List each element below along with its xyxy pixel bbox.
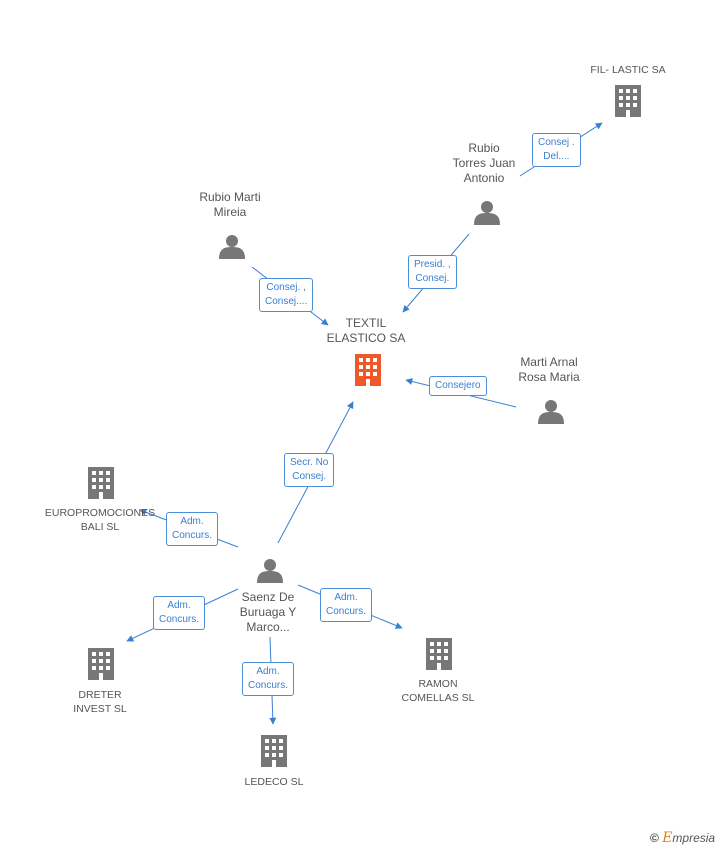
building-icon-textil-elastico[interactable] — [355, 354, 381, 386]
edge-label-line: Consej. — [415, 273, 450, 284]
node-label-line: Antonio — [463, 171, 505, 185]
edge-label-line: Consejero — [435, 380, 481, 391]
edge-label-line: Consej. — [292, 471, 327, 482]
edge-label-marti-arnal-textil[interactable]: Consejero — [429, 376, 487, 396]
node-label-rubio-marti[interactable]: Rubio Marti Mireia — [180, 190, 280, 220]
edge-label-line: Presid. , — [414, 259, 451, 270]
edge-label-line: Consej . — [538, 137, 575, 148]
edge-label-line: Concurs. — [326, 606, 367, 617]
edge-label-saenz-textil[interactable]: Secr. No Consej. — [284, 453, 335, 487]
brand-name: mpresia — [672, 831, 716, 845]
node-label-dreter[interactable]: DRETER INVEST SL — [50, 688, 150, 716]
node-label-line: Marco... — [246, 620, 290, 634]
building-icon-ramon[interactable] — [426, 638, 452, 670]
node-label-line: Torres Juan — [452, 156, 516, 170]
node-label-ledeco[interactable]: LEDECO SL — [244, 776, 304, 788]
edge-label-saenz-europromociones[interactable]: Adm. Concurs. — [166, 512, 219, 546]
node-label-ramon[interactable]: RAMON COMELLAS SL — [388, 677, 488, 705]
brand-initial: E — [662, 830, 673, 846]
node-label-line: TEXTIL — [345, 316, 387, 330]
edge-label-rubio-marti-textil[interactable]: Consej. , Consej.... — [259, 278, 314, 312]
node-label-line: RAMON — [418, 678, 458, 690]
edge-label-line: Del.... — [543, 151, 570, 162]
edge-label-line: Adm. — [167, 600, 191, 611]
node-label-line: EUROPROMOCIONES — [44, 507, 156, 519]
node-label-line: Mireia — [213, 205, 247, 219]
node-label-line: DRETER — [78, 689, 122, 701]
edge-label-line: Concurs. — [172, 530, 213, 541]
building-icon-ledeco[interactable] — [261, 735, 287, 767]
edge-label-line: Consej.... — [265, 296, 308, 307]
node-label-saenz[interactable]: Saenz De Buruaga Y Marco... — [218, 590, 318, 635]
node-label-line: Saenz De — [241, 590, 295, 604]
node-label-line: Rubio — [468, 141, 500, 155]
person-icon-marti-arnal[interactable] — [538, 400, 564, 424]
node-label-line: Rubio Marti — [199, 190, 261, 204]
node-label-line: COMELLAS SL — [401, 692, 475, 704]
edge-label-saenz-dreter[interactable]: Adm. Concurs. — [153, 596, 206, 630]
edge-label-saenz-ledeco[interactable]: Adm. Concurs. — [242, 662, 295, 696]
edge-label-line: Adm. — [256, 666, 280, 677]
edge-label-rubio-torres-fil[interactable]: Consej . Del.... — [532, 133, 581, 167]
node-label-fil-lastic[interactable]: FIL- LASTIC SA — [590, 64, 666, 76]
person-icon-rubio-torres[interactable] — [474, 201, 500, 225]
node-label-textil-elastico[interactable]: TEXTIL ELASTICO SA — [316, 316, 416, 346]
node-label-europromociones[interactable]: EUROPROMOCIONES BALI SL — [40, 506, 160, 534]
edge-label-line: Adm. — [334, 592, 358, 603]
copyright-icon: © — [650, 831, 659, 845]
empresia-logo[interactable]: © Empresia — [650, 830, 715, 846]
building-icon-fil-lastic[interactable] — [615, 85, 641, 117]
node-label-marti-arnal[interactable]: Marti Arnal Rosa Maria — [499, 355, 599, 385]
building-icon-europromociones[interactable] — [88, 467, 114, 499]
edge-label-line: Consej. , — [266, 282, 306, 293]
node-label-line: Marti Arnal — [520, 355, 578, 369]
edge-label-rubio-torres-textil[interactable]: Presid. , Consej. — [408, 255, 457, 289]
edge-label-line: Concurs. — [248, 680, 289, 691]
node-label-line: ELASTICO SA — [326, 331, 406, 345]
node-label-line: Rosa Maria — [518, 370, 580, 384]
edge-label-line: Concurs. — [159, 614, 200, 625]
node-label-line: Buruaga Y — [239, 605, 297, 619]
edge-label-line: Secr. No — [290, 457, 329, 468]
edge-label-saenz-ramon[interactable]: Adm. Concurs. — [320, 588, 373, 622]
node-label-line: BALI SL — [80, 521, 120, 533]
node-label-rubio-torres[interactable]: Rubio Torres Juan Antonio — [434, 141, 534, 186]
person-icon-saenz[interactable] — [257, 559, 283, 583]
edge-label-line: Adm. — [180, 516, 204, 527]
node-label-line: INVEST SL — [73, 703, 127, 715]
person-icon-rubio-marti[interactable] — [219, 235, 245, 259]
building-icon-dreter[interactable] — [88, 648, 114, 680]
